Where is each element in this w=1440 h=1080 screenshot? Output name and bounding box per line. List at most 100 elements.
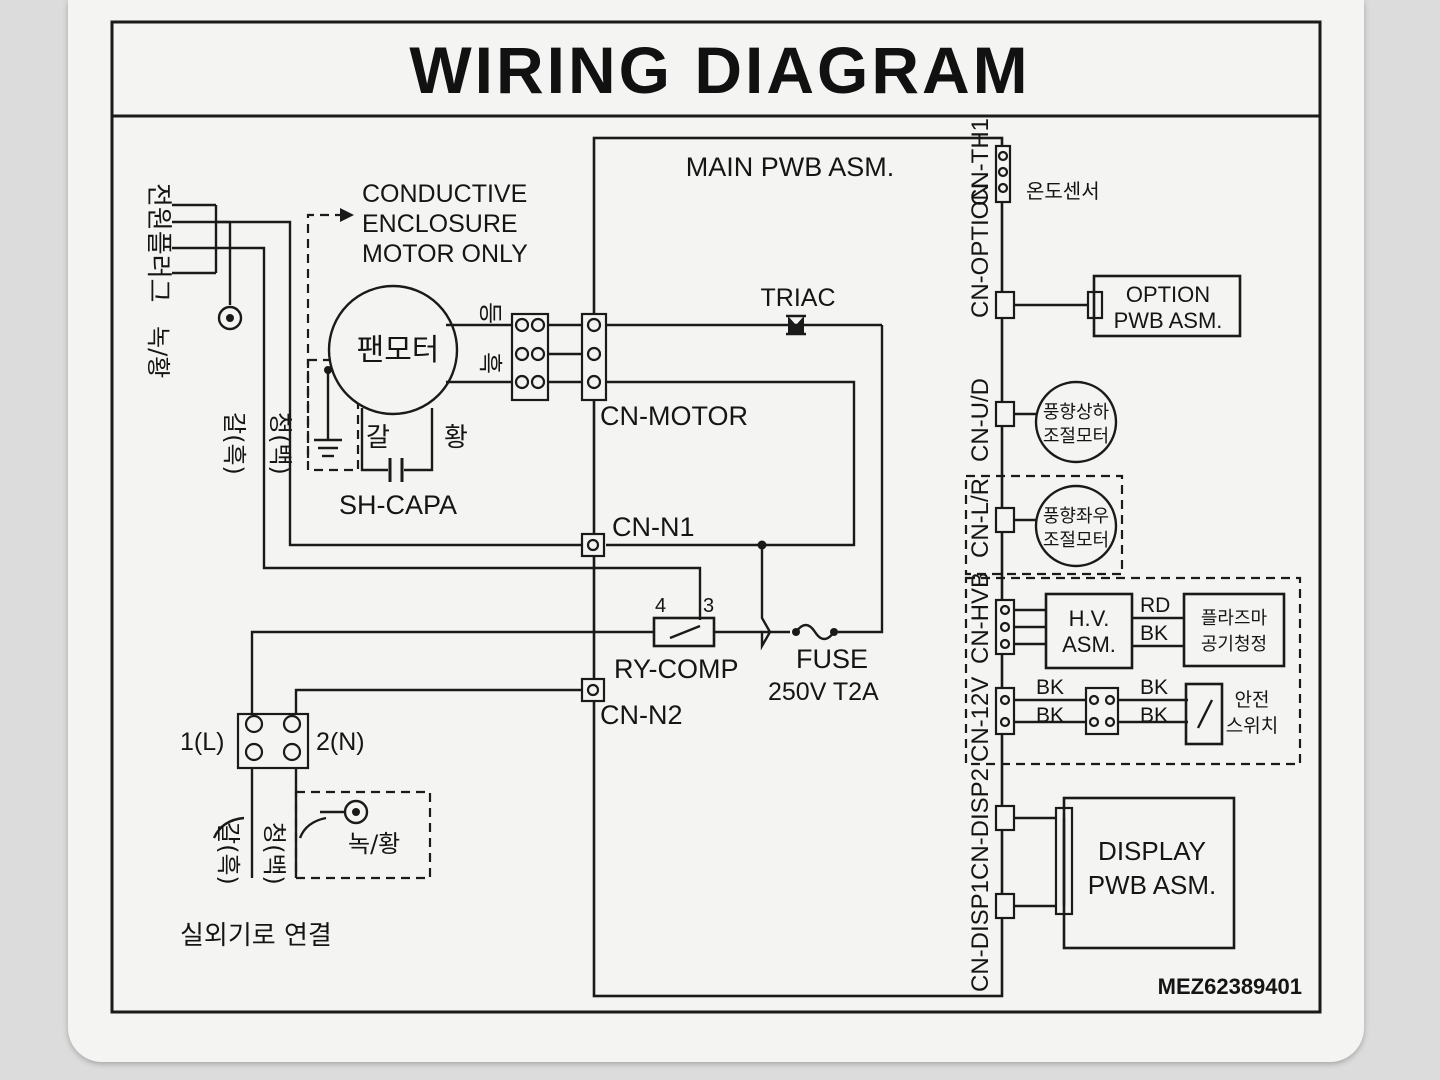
enclosure-dashed-box bbox=[306, 358, 360, 472]
ground-icon bbox=[217, 305, 243, 331]
safety-switch-line2: 스위치 bbox=[1226, 715, 1278, 737]
part-number: MEZ62389401 bbox=[1158, 974, 1302, 999]
power-plug-label: 전원플러그 bbox=[143, 183, 173, 303]
cn-option-terminal bbox=[994, 290, 1016, 320]
cn-hvb-label: CN-HVB bbox=[967, 572, 994, 664]
plug-neutral-wire bbox=[216, 246, 702, 620]
cn-disp1-terminal bbox=[994, 892, 1016, 920]
outdoor-connection-label: 실외기로 연결 bbox=[180, 921, 332, 951]
triac-icon bbox=[786, 314, 806, 336]
fuse-icon bbox=[792, 623, 838, 641]
motor-wire-yellow-label: 황 bbox=[444, 423, 468, 453]
option-pwb-line2: PWB ASM. bbox=[1114, 308, 1223, 333]
12v-bk-label-3: BK bbox=[1140, 676, 1168, 699]
motor-ground-icon bbox=[314, 366, 342, 458]
outdoor-ground-icon bbox=[343, 799, 369, 825]
cn-disp2-label: CN-DISP2 bbox=[967, 768, 994, 880]
outdoor-cable-curve-left bbox=[212, 816, 245, 839]
n1-to-fuse-wire bbox=[760, 545, 790, 651]
motor-wire-brown-label: 갈 bbox=[366, 423, 390, 453]
cn-disp2-terminal bbox=[994, 804, 1016, 832]
triac-to-fuse-wire bbox=[838, 325, 884, 634]
ud-motor-line2: 조절모터 bbox=[1043, 426, 1109, 447]
relay-pin3-label: 3 bbox=[703, 595, 714, 617]
option-pwb-box bbox=[1092, 274, 1242, 338]
motor-wire-yellow bbox=[404, 408, 434, 472]
cn-th1-terminals bbox=[994, 144, 1012, 204]
hv-assembly-line1: H.V. bbox=[1069, 606, 1110, 631]
option-pwb-line1: OPTION bbox=[1126, 282, 1210, 307]
temperature-sensor-label: 온도센서 bbox=[1026, 179, 1100, 203]
cn-ud-terminal bbox=[994, 400, 1016, 428]
outdoor-wire-blue-label: 청(백) bbox=[260, 822, 288, 885]
plug-wire-brown-label: 갈(흑) bbox=[220, 412, 248, 475]
cn-lr-terminal bbox=[994, 506, 1016, 534]
ud-motor-line1: 풍향상하 bbox=[1043, 402, 1110, 423]
fuse-label: FUSE bbox=[796, 644, 868, 674]
plug-ground-label: 녹/황 bbox=[144, 326, 172, 378]
fuse-rating-label: 250V T2A bbox=[768, 678, 879, 706]
plasma-line2: 공기청정 bbox=[1201, 634, 1267, 655]
cn-12v-label: CN-12V bbox=[967, 677, 994, 762]
safety-switch-contact bbox=[1196, 699, 1214, 729]
display-pwb-line2: PWB ASM. bbox=[1088, 870, 1217, 900]
motor-wire-brown bbox=[360, 408, 388, 472]
lr-dashed-box bbox=[964, 474, 1124, 576]
ud-louver-motor bbox=[1034, 380, 1118, 464]
plug-live-wire bbox=[216, 220, 594, 547]
main-pwb-label: MAIN PWB ASM. bbox=[686, 152, 895, 182]
outdoor-wire-brown-label: 갈(흑) bbox=[214, 822, 242, 885]
cn-disp1-label: CN-DISP1 bbox=[967, 880, 994, 992]
power-plug-prongs bbox=[172, 203, 232, 305]
cn-12v-terminals bbox=[994, 686, 1016, 736]
outdoor-ground-label: 녹/황 bbox=[348, 830, 400, 858]
motor-connector-plug bbox=[510, 312, 582, 402]
safety-switch-line1: 안전 bbox=[1235, 689, 1270, 711]
outdoor-cable-curve-right bbox=[298, 816, 327, 839]
12v-bk-label-2: BK bbox=[1036, 704, 1064, 727]
cn-ud-label: CN-U/D bbox=[967, 378, 994, 462]
relay-contact bbox=[669, 624, 701, 640]
plasma-box bbox=[1182, 592, 1286, 668]
12v-bk-label-4: BK bbox=[1140, 704, 1168, 727]
capacitor-label: SH-CAPA bbox=[339, 490, 457, 520]
cn-th1-label: CN-TH1 bbox=[967, 118, 994, 206]
plasma-dashed-box bbox=[964, 576, 1302, 766]
lr-motor-line2: 조절모터 bbox=[1043, 530, 1109, 551]
lr-louver-motor bbox=[1034, 484, 1118, 568]
outdoor-ground-dashed-box bbox=[294, 790, 432, 880]
terminal-block bbox=[236, 712, 310, 770]
12v-inline-connector bbox=[1084, 686, 1120, 736]
capacitor-icon bbox=[388, 458, 404, 482]
cn-n1-label: CN-N1 bbox=[612, 512, 695, 542]
terminal-l-label: 1(L) bbox=[180, 728, 224, 756]
display-pwb-box bbox=[1062, 796, 1236, 950]
triac-label: TRIAC bbox=[761, 284, 836, 312]
hv-rd-label: RD bbox=[1140, 594, 1170, 617]
12v-bk-label-1: BK bbox=[1036, 676, 1064, 699]
diagram-title: WIRING DIAGRAM bbox=[409, 33, 1030, 107]
hv-bk-label: BK bbox=[1140, 622, 1168, 645]
cn-hvb-terminals bbox=[994, 598, 1046, 656]
safety-switch-icon bbox=[1184, 682, 1224, 746]
cn-motor-socket bbox=[580, 312, 608, 402]
plasma-line1: 플라즈마 bbox=[1201, 608, 1268, 629]
hv-assembly-line2: ASM. bbox=[1062, 632, 1116, 657]
cn-option-label: CN-OPTION bbox=[967, 183, 994, 318]
motor-wire-orange-label: 등 bbox=[476, 302, 504, 324]
cn-lr-label: CN-L/R bbox=[967, 478, 994, 558]
fan-motor bbox=[327, 284, 459, 416]
cn-motor-label: CN-MOTOR bbox=[600, 401, 748, 431]
motor-wire-black-label: 흑 bbox=[476, 352, 504, 374]
cn-n2-label: CN-N2 bbox=[600, 700, 683, 730]
relay-label: RY-COMP bbox=[614, 654, 739, 684]
enclosure-note-3: MOTOR ONLY bbox=[362, 240, 528, 268]
terminal-n-label: 2(N) bbox=[316, 728, 365, 756]
relay-pin4-label: 4 bbox=[655, 595, 666, 617]
hv-assembly-box bbox=[1044, 592, 1134, 670]
display-pwb-line1: DISPLAY bbox=[1098, 836, 1206, 866]
fan-motor-label: 팬모터 bbox=[357, 333, 440, 368]
arrow-right-icon bbox=[340, 208, 354, 222]
